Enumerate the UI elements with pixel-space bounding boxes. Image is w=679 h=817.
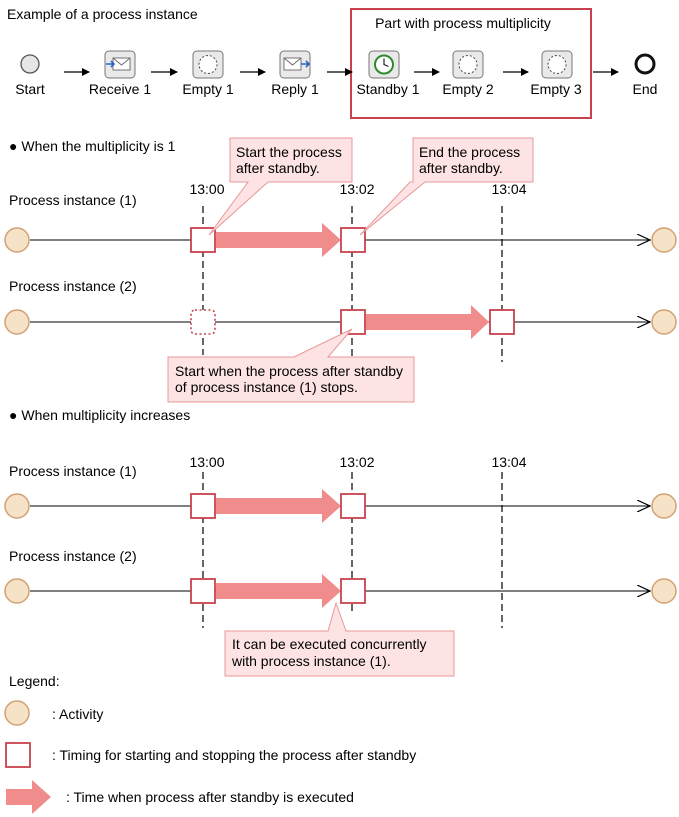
activity-circle bbox=[651, 578, 677, 604]
time-label: 13:00 bbox=[189, 454, 224, 470]
activity-circle bbox=[4, 578, 30, 604]
legend-timing-box-icon bbox=[5, 742, 31, 768]
activity-circle bbox=[4, 309, 30, 335]
activity-circle bbox=[651, 227, 677, 253]
timing-box bbox=[340, 227, 366, 253]
section1-heading: ● When the multiplicity is 1 bbox=[9, 138, 176, 154]
timing-box bbox=[340, 493, 366, 519]
empty-dashed-circle-icon bbox=[192, 50, 224, 79]
flow-title: Example of a process instance bbox=[7, 6, 198, 22]
timing-box bbox=[340, 309, 366, 335]
end-circle-icon bbox=[634, 53, 656, 75]
execution-arrow bbox=[216, 223, 341, 257]
activity-circle bbox=[651, 493, 677, 519]
svg-text:of process instance (1) stops.: of process instance (1) stops. bbox=[175, 379, 358, 395]
bullet-icon: ● bbox=[9, 407, 21, 423]
flow-node-label: Receive 1 bbox=[89, 81, 151, 97]
callout-start-standby: Start the process after standby. bbox=[208, 137, 353, 236]
legend-title: Legend: bbox=[9, 673, 60, 689]
start-circle-icon bbox=[20, 54, 40, 74]
activity-circle bbox=[651, 309, 677, 335]
row-label: Process instance (2) bbox=[9, 548, 137, 564]
callout-start-when: Start when the process after standby of … bbox=[167, 328, 415, 403]
multiplicity-label: Part with process multiplicity bbox=[375, 15, 551, 31]
timing-box bbox=[340, 578, 366, 604]
svg-text:End the process: End the process bbox=[419, 144, 520, 160]
time-label: 13:04 bbox=[491, 454, 526, 470]
clock-icon bbox=[368, 50, 400, 79]
empty-dashed-circle-icon bbox=[452, 50, 484, 79]
flow-node-label: Empty 3 bbox=[530, 81, 582, 97]
execution-arrow bbox=[216, 489, 341, 523]
bullet-icon: ● bbox=[9, 138, 21, 154]
timing-box bbox=[190, 578, 216, 604]
time-label: 13:02 bbox=[339, 181, 374, 197]
execution-arrow bbox=[366, 305, 489, 339]
flow-node-label: Reply 1 bbox=[271, 81, 319, 97]
flow-node-label: Standby 1 bbox=[356, 81, 419, 97]
multiplicity-frame bbox=[350, 8, 592, 119]
time-label: 13:02 bbox=[339, 454, 374, 470]
svg-text:after standby.: after standby. bbox=[419, 160, 503, 176]
timing-box-dotted bbox=[190, 309, 216, 335]
row-label: Process instance (1) bbox=[9, 192, 137, 208]
svg-text:after standby.: after standby. bbox=[236, 160, 320, 176]
svg-text:with process instance (1).: with process instance (1). bbox=[231, 653, 391, 669]
reply-envelope-icon bbox=[279, 50, 311, 79]
svg-text:It can be executed concurrentl: It can be executed concurrently bbox=[232, 636, 427, 652]
legend-activity-icon bbox=[4, 700, 30, 726]
row-label: Process instance (1) bbox=[9, 463, 137, 479]
callout-concurrent: It can be executed concurrently with pro… bbox=[224, 601, 455, 677]
row-label: Process instance (2) bbox=[9, 278, 137, 294]
timing-box bbox=[489, 309, 515, 335]
time-label: 13:00 bbox=[189, 181, 224, 197]
legend-label: : Time when process after standby is exe… bbox=[66, 789, 354, 805]
legend-label: : Timing for starting and stopping the p… bbox=[52, 747, 416, 763]
flow-node-label: End bbox=[633, 81, 658, 97]
callout-end-standby: End the process after standby. bbox=[359, 137, 534, 236]
flow-node-label: Empty 2 bbox=[442, 81, 494, 97]
activity-circle bbox=[4, 493, 30, 519]
legend-label: : Activity bbox=[52, 706, 103, 722]
section2-heading: ● When multiplicity increases bbox=[9, 407, 190, 423]
svg-text:Start when the process after s: Start when the process after standby bbox=[175, 363, 403, 379]
flow-node-label: Empty 1 bbox=[182, 81, 234, 97]
receive-envelope-icon bbox=[104, 50, 136, 79]
timing-box bbox=[190, 493, 216, 519]
execution-arrow bbox=[216, 574, 341, 608]
svg-text:Start the process: Start the process bbox=[236, 144, 342, 160]
empty-dashed-circle-icon bbox=[541, 50, 573, 79]
legend-execution-arrow-icon bbox=[6, 780, 51, 814]
activity-circle bbox=[4, 227, 30, 253]
flow-node-label: Start bbox=[15, 81, 45, 97]
time-label: 13:04 bbox=[491, 181, 526, 197]
